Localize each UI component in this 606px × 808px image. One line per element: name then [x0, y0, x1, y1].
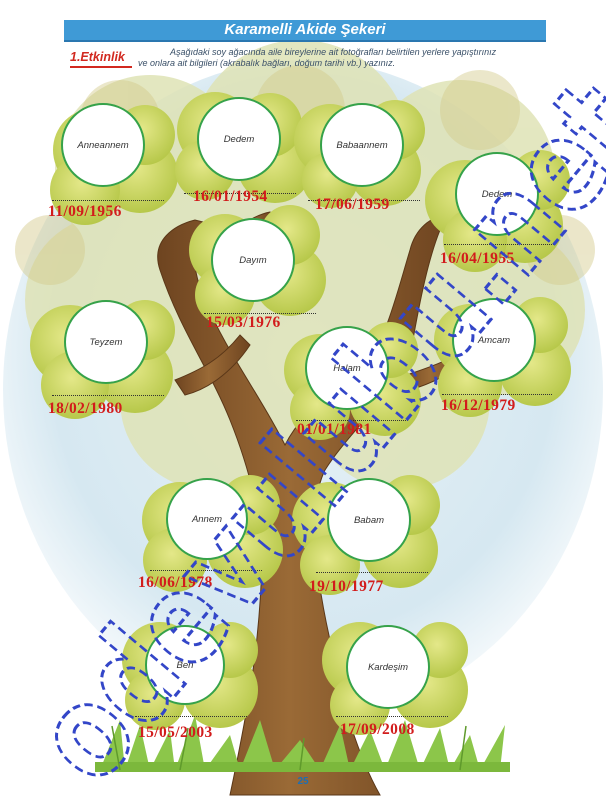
member-label-halam: Halam: [333, 362, 361, 374]
birth-date-anneannem: 11/09/1956: [48, 203, 122, 220]
member-label-anneannem: Anneannem: [77, 139, 129, 151]
member-label-dedem-maternal: Dedem: [223, 133, 255, 145]
birth-date-halam: 01/01/1981: [297, 421, 372, 438]
member-label-babam: Babam: [353, 514, 385, 526]
portrait-circle-ben: Ben: [145, 625, 225, 705]
portrait-circle-dayim: Dayım: [211, 218, 295, 302]
activity-label: 1.Etkinlik: [70, 50, 125, 64]
info-line: [52, 200, 164, 201]
member-label-kardesim: Kardeşim: [367, 661, 409, 673]
portrait-circle-babam: Babam: [327, 478, 411, 562]
instruction-line-2: ve onlara ait bilgileri (akrabalık bağla…: [138, 58, 396, 68]
member-label-annem: Annem: [191, 513, 223, 525]
member-label-dayim: Dayım: [239, 254, 267, 266]
info-line: [150, 570, 262, 571]
birth-date-babam: 19/10/1977: [309, 578, 384, 595]
info-line: [296, 420, 408, 421]
birth-date-babaannem: 17/06/1959: [315, 196, 390, 213]
info-line: [135, 716, 247, 717]
activity-underline: [70, 66, 132, 68]
instruction-line-1: Aşağıdaki soy ağacında aile bireylerine …: [170, 47, 497, 57]
member-label-amcam: Amcam: [477, 334, 511, 346]
portrait-circle-anneannem: Anneannem: [61, 103, 145, 187]
portrait-circle-amcam: Amcam: [452, 298, 536, 382]
portrait-circle-halam: Halam: [305, 326, 389, 410]
member-label-dedem-paternal: Dedem: [481, 188, 513, 200]
portrait-circle-kardesim: Kardeşim: [346, 625, 430, 709]
birth-date-dedem-maternal: 16/01/1954: [193, 188, 268, 205]
member-label-ben: Ben: [176, 659, 194, 671]
member-label-teyzem: Teyzem: [89, 336, 123, 348]
birth-date-dayim: 15/03/1976: [206, 314, 281, 331]
birth-date-teyzem: 18/02/1980: [48, 400, 123, 417]
birth-date-amcam: 16/12/1979: [441, 397, 516, 414]
portrait-circle-babaannem: Babaannem: [320, 103, 404, 187]
birth-date-ben: 15/05/2003: [138, 724, 213, 741]
info-line: [336, 716, 448, 717]
page-number: 25: [297, 776, 309, 787]
info-line: [184, 193, 296, 194]
info-line: [204, 313, 316, 314]
birth-date-annem: 16/06/1978: [138, 574, 213, 591]
portrait-circle-dedem-paternal: Dedem: [455, 152, 539, 236]
birth-date-dedem-paternal: 16/04/1955: [440, 250, 515, 267]
instruction-text: Aşağıdaki soy ağacında aile bireylerine …: [138, 47, 558, 69]
info-line: [308, 200, 420, 201]
info-line: [316, 572, 428, 573]
watermark-text: odevulubu.net: [6, 55, 606, 808]
info-line: [442, 394, 552, 395]
info-line: [52, 395, 164, 396]
info-line: [444, 244, 554, 245]
portrait-circle-dedem-maternal: Dedem: [197, 97, 281, 181]
portrait-circle-teyzem: Teyzem: [64, 300, 148, 384]
page-title: Karamelli Akide Şekeri: [64, 20, 546, 42]
birth-date-kardesim: 17/09/2008: [340, 721, 415, 738]
member-label-babaannem: Babaannem: [336, 139, 388, 151]
portrait-circle-annem: Annem: [166, 478, 248, 560]
